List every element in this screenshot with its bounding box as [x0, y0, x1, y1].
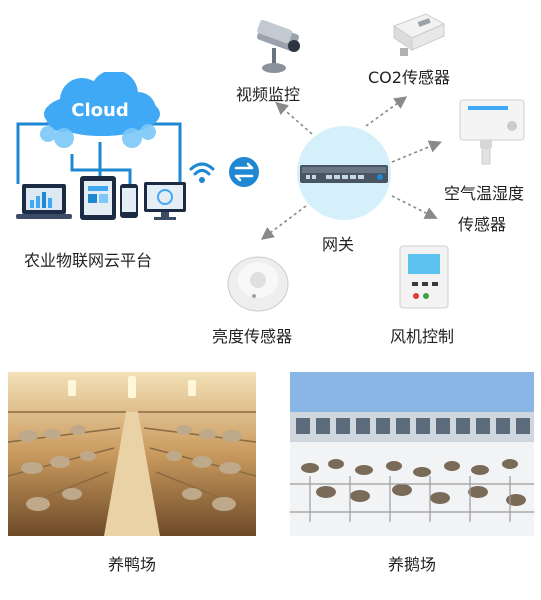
- temp-humidity-label-line1: 空气温湿度: [444, 184, 525, 203]
- co2-sensor-icon: [386, 8, 448, 60]
- cloud-label: Cloud: [71, 100, 129, 121]
- light-sensor-label: 亮度传感器: [212, 327, 293, 346]
- duck-farm-photo: [8, 372, 256, 536]
- exchange-icon: [228, 156, 260, 188]
- goose-farm-caption: 养鹅场: [388, 555, 437, 574]
- camera-label: 视频监控: [236, 85, 301, 104]
- camera-icon: [248, 18, 306, 76]
- co2-sensor-label: CO2传感器: [368, 68, 450, 87]
- wifi-icon: [187, 157, 217, 187]
- goose-farm-photo: [290, 372, 534, 536]
- fan-controller-icon: [398, 244, 450, 310]
- fan-controller-label: 风机控制: [390, 327, 455, 346]
- temp-humidity-sensor-icon: [456, 96, 528, 166]
- gateway-node: [296, 125, 392, 221]
- platform-label: 农业物联网云平台: [24, 251, 153, 270]
- connection-arrows: [250, 90, 450, 250]
- cloud-platform-illustration: [12, 72, 192, 232]
- light-sensor-icon: [226, 252, 290, 312]
- duck-farm-caption: 养鸭场: [108, 555, 157, 574]
- gateway-label: 网关: [322, 235, 355, 254]
- temp-humidity-label-line2: 传感器: [458, 215, 507, 234]
